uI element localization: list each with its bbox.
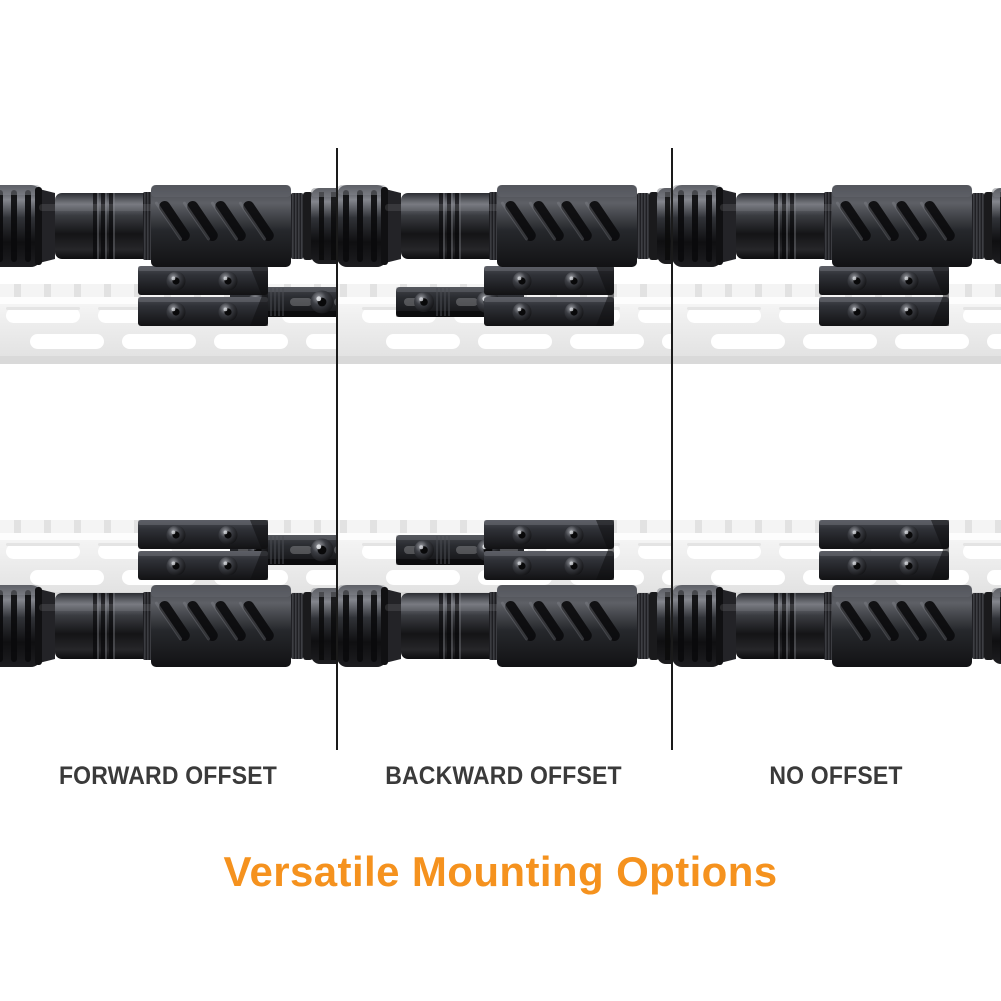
caption-row: FORWARD OFFSET BACKWARD OFFSET NO OFFSET (0, 762, 1001, 802)
flashlight-assembly (671, 585, 1001, 667)
column-divider-2 (671, 148, 673, 750)
panel-forward-offset-top (0, 148, 336, 448)
panel-no-offset-top (671, 148, 1001, 448)
caption-no-offset: NO OFFSET (769, 762, 903, 790)
flashlight-assembly (671, 185, 1001, 267)
flashlight-assembly (336, 185, 671, 267)
flashlight-assembly (0, 585, 336, 667)
flashlight-assembly (336, 585, 671, 667)
panel-backward-offset-bottom (336, 478, 671, 750)
headline-text: Versatile Mounting Options (223, 848, 778, 895)
caption-forward-offset: FORWARD OFFSET (58, 762, 278, 790)
panel-forward-offset-bottom (0, 478, 336, 750)
panel-grid (0, 148, 1001, 750)
panel-no-offset-bottom (671, 478, 1001, 750)
flashlight-assembly (0, 185, 336, 267)
caption-backward-offset: BACKWARD OFFSET (385, 762, 622, 790)
column-divider-1 (336, 148, 338, 750)
panel-backward-offset-top (336, 148, 671, 448)
